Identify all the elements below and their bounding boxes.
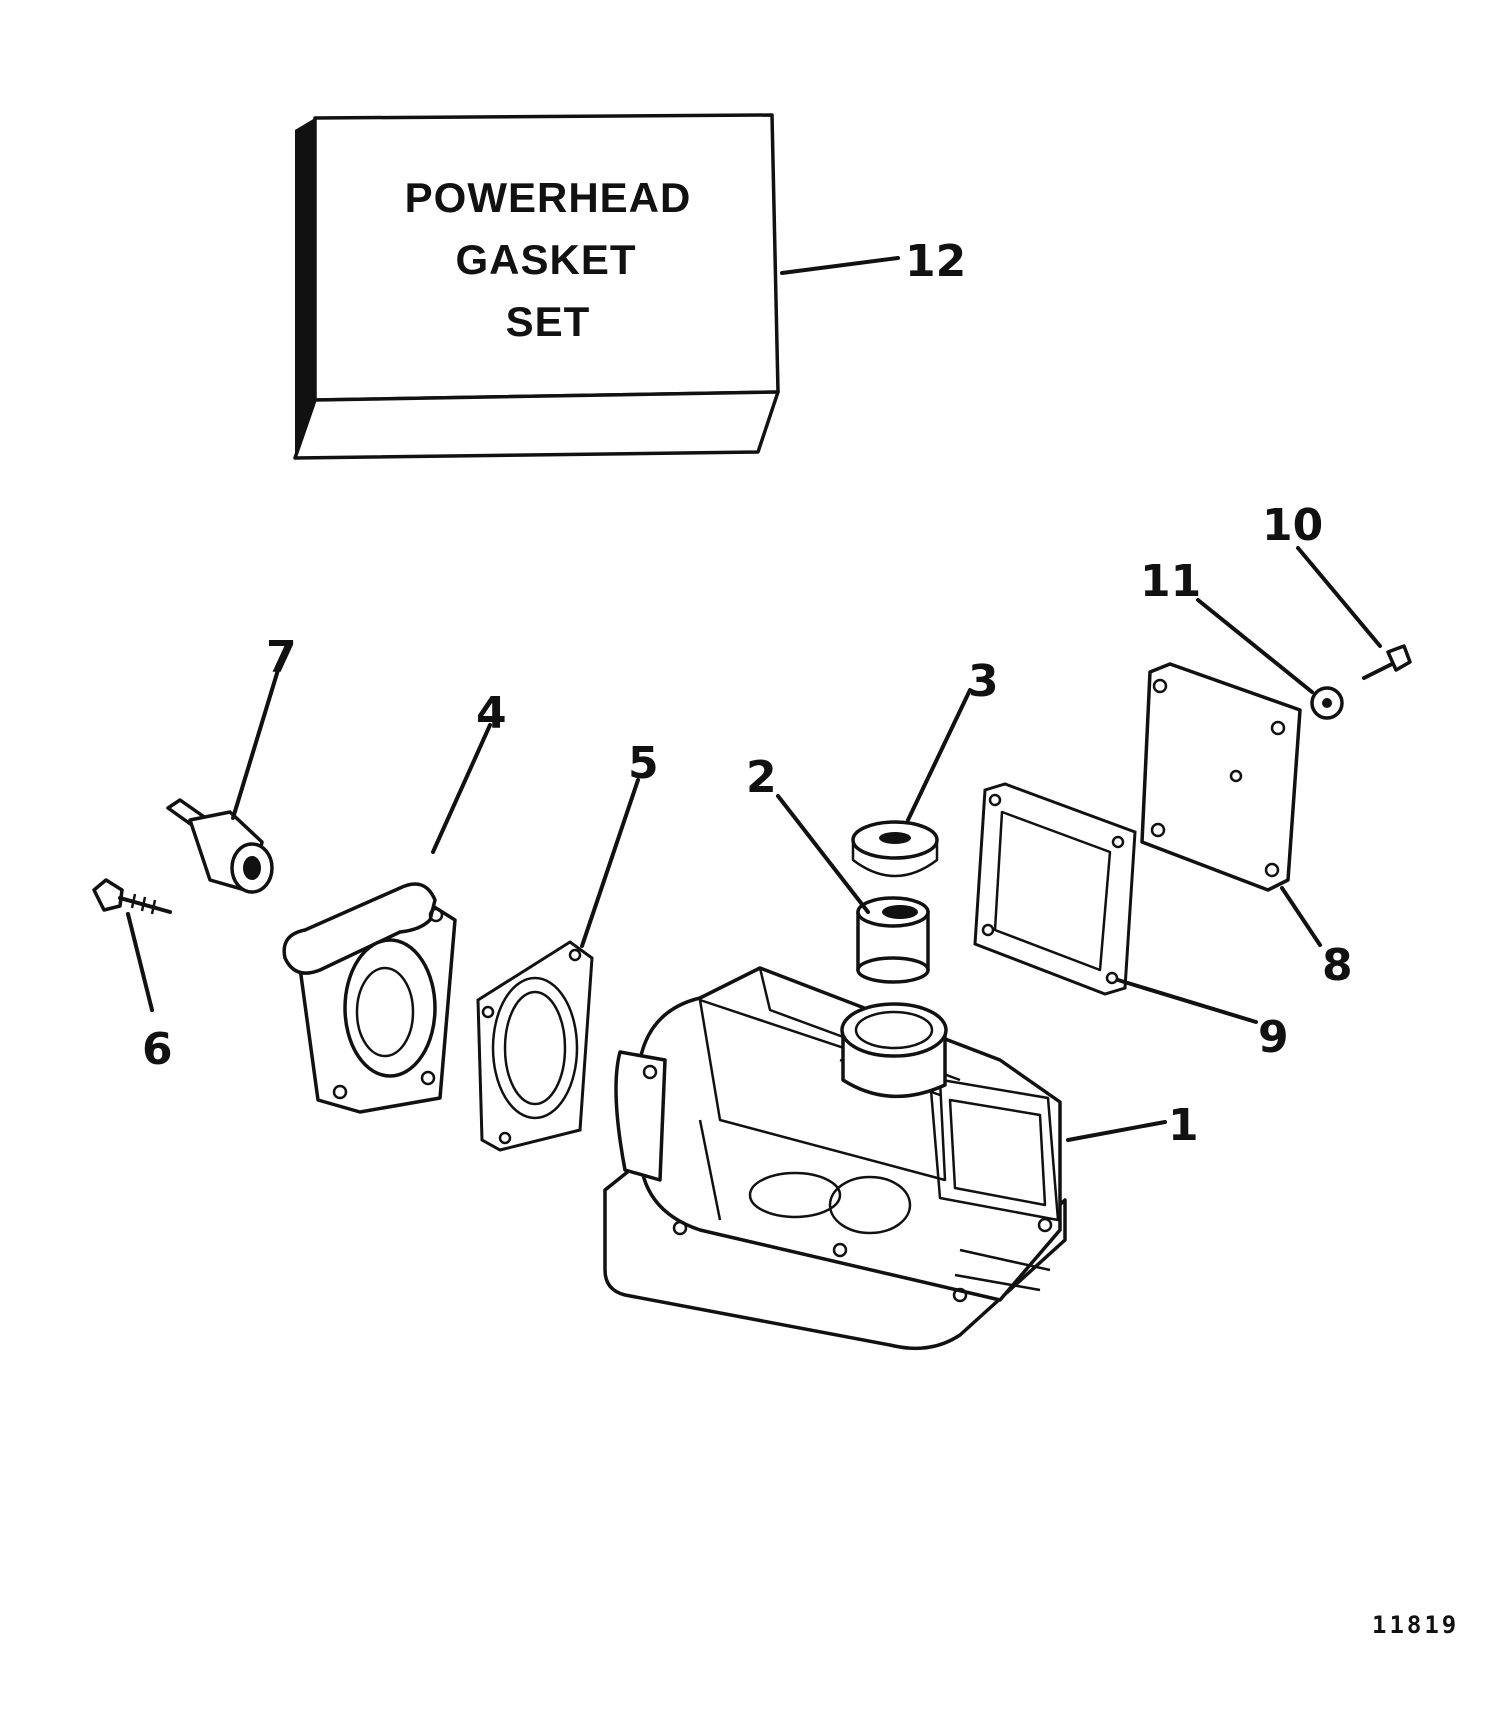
leader-line-2 bbox=[776, 794, 870, 914]
leader-line-9 bbox=[1116, 978, 1258, 1024]
box-label-line-2: GASKET bbox=[455, 236, 636, 283]
powerhead-gasket-set-box: POWERHEAD GASKET SET bbox=[293, 113, 780, 460]
main-case-part bbox=[603, 966, 1067, 1351]
box-label-line-1: POWERHEAD bbox=[405, 174, 692, 221]
leader-line-4 bbox=[431, 723, 492, 854]
leader-line-10 bbox=[1296, 546, 1382, 648]
leader-line-8 bbox=[1280, 886, 1322, 947]
callout-9: 9 bbox=[1258, 1012, 1289, 1063]
leader-line-6 bbox=[126, 912, 154, 1012]
callout-10: 10 bbox=[1262, 500, 1323, 551]
bolt-part bbox=[92, 878, 172, 915]
leader-line-12 bbox=[780, 256, 900, 275]
callout-11: 11 bbox=[1140, 556, 1201, 607]
box-label-line-3: SET bbox=[506, 298, 591, 345]
callout-4: 4 bbox=[476, 688, 507, 739]
callout-8: 8 bbox=[1322, 940, 1353, 991]
cover-screw-part bbox=[1362, 644, 1412, 680]
callout-7: 7 bbox=[266, 632, 297, 683]
bearing-part bbox=[856, 896, 930, 984]
callout-12: 12 bbox=[905, 236, 966, 287]
callout-3: 3 bbox=[968, 656, 999, 707]
figure-id: 11819 bbox=[1372, 1611, 1459, 1639]
seal-part bbox=[851, 820, 939, 878]
callout-6: 6 bbox=[142, 1024, 173, 1075]
cover-gasket-part bbox=[973, 782, 1137, 996]
leader-line-7 bbox=[231, 668, 280, 820]
leader-line-3 bbox=[906, 688, 972, 822]
leader-line-5 bbox=[580, 778, 640, 948]
cover-plate-part bbox=[1140, 662, 1302, 892]
housing-gasket-part bbox=[476, 940, 594, 1152]
callout-5: 5 bbox=[628, 738, 659, 789]
leader-line-1 bbox=[1066, 1120, 1167, 1142]
callout-1: 1 bbox=[1168, 1100, 1199, 1151]
callout-2: 2 bbox=[746, 752, 777, 803]
leader-line-11 bbox=[1196, 598, 1314, 694]
fitting-part bbox=[166, 798, 274, 894]
housing-part bbox=[282, 882, 457, 1114]
washer-part bbox=[1310, 686, 1344, 720]
